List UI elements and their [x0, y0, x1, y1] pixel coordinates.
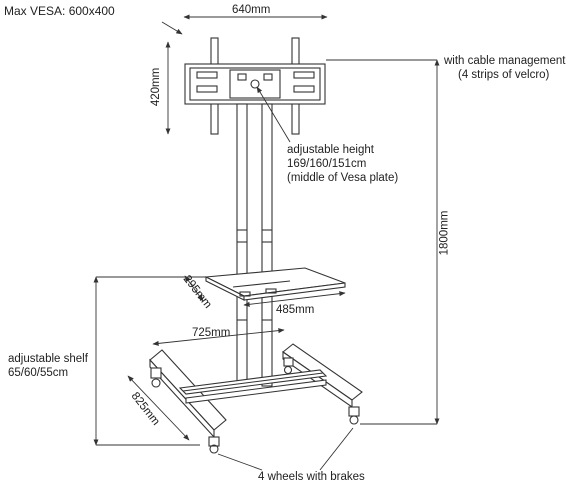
wheels-label: 4 wheels with brakes	[258, 471, 365, 483]
base-frame	[149, 343, 363, 439]
velcro-label: (4 strips of velcro)	[458, 69, 550, 81]
height-420-label: 420mm	[150, 67, 163, 107]
total-height-label: 1800mm	[438, 210, 451, 256]
dimension-lines	[93, 14, 440, 471]
width-640-label: 640mm	[232, 4, 271, 16]
vesa-plate	[184, 37, 326, 135]
max-vesa-label: Max VESA: 600x400	[4, 4, 115, 18]
adjustable-height-values: 169/160/151cm	[287, 158, 367, 170]
adjustable-height-label: adjustable height	[287, 144, 374, 156]
support-columns	[236, 103, 273, 387]
vesa-middle-note: (middle of Vesa plate)	[287, 172, 399, 184]
shelf-width-label: 485mm	[276, 304, 315, 316]
cable-management-label: with cable management	[444, 55, 566, 67]
adjustable-shelf-label: adjustable shelf	[8, 353, 88, 365]
adjustable-shelf-values: 65/60/55cm	[8, 367, 69, 379]
wheels	[150, 357, 360, 454]
base-width-label: 725mm	[192, 327, 231, 339]
